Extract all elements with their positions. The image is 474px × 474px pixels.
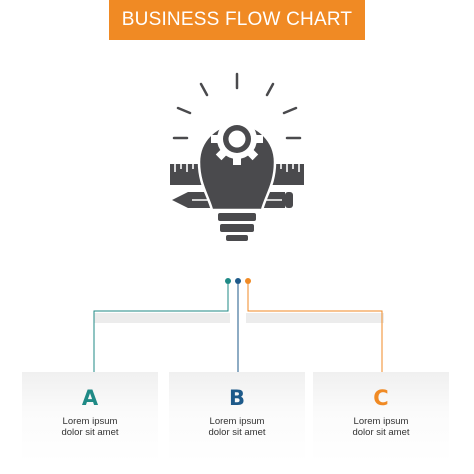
step-card-b: B Lorem ipsum dolor sit amet (169, 372, 305, 462)
title-banner: BUSINESS FLOW CHART (109, 0, 365, 40)
connector-a (93, 283, 229, 373)
step-letter-c: C (373, 386, 389, 410)
step-text-c-line2: dolor sit amet (352, 427, 410, 438)
step-text-a-line2: dolor sit amet (61, 427, 119, 438)
step-text-c-line1: Lorem ipsum (353, 416, 409, 427)
step-letter-b: B (228, 386, 245, 410)
step-card-a: A Lorem ipsum dolor sit amet (22, 372, 158, 462)
connector-dot-a (225, 278, 231, 284)
connector-c (247, 283, 383, 373)
step-text-c: Lorem ipsum dolor sit amet (313, 416, 449, 438)
step-text-a-line1: Lorem ipsum (62, 416, 118, 427)
step-letter-a: A (81, 386, 99, 410)
connector-shadows (94, 313, 384, 323)
chart-title: BUSINESS FLOW CHART (121, 9, 353, 30)
step-card-c: C Lorem ipsum dolor sit amet (313, 372, 449, 462)
gear-icon (211, 113, 263, 165)
step-text-b: Lorem ipsum dolor sit amet (169, 416, 305, 438)
connector-dot-c (245, 278, 251, 284)
step-text-b-line2: dolor sit amet (208, 427, 266, 438)
light-rays (172, 72, 302, 140)
step-text-b-line1: Lorem ipsum (209, 416, 265, 427)
step-text-a: Lorem ipsum dolor sit amet (22, 416, 158, 438)
connector-dot-b (235, 278, 241, 284)
